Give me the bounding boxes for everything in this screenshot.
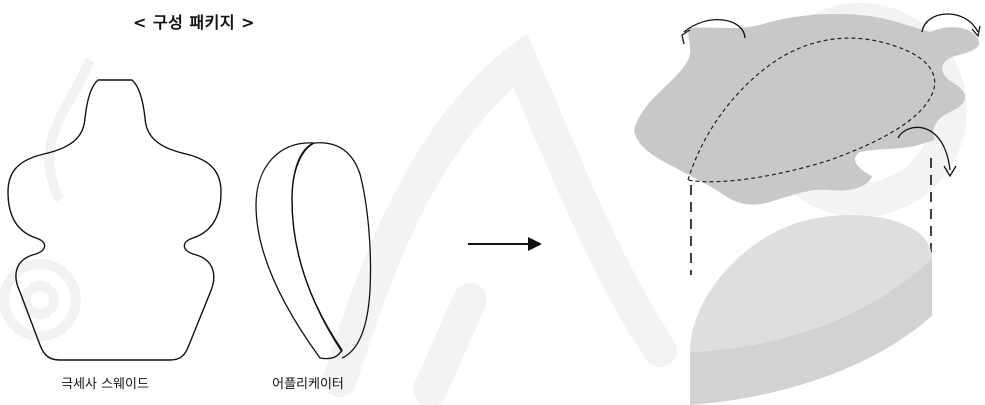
suede-cloth-outline — [7, 79, 222, 361]
applicator-placement-outline — [687, 37, 936, 183]
rotate-arrow-icon — [921, 13, 981, 38]
alignment-guide-lines — [690, 158, 932, 275]
rotate-arrow-icon — [897, 126, 957, 178]
page-title: < 구성 패키지 > — [132, 13, 256, 32]
applicator-outline — [255, 142, 372, 360]
applicator-caption: 어플리케이터 — [272, 377, 344, 392]
suede-cloth-shaded — [634, 14, 980, 205]
rotate-arrow-icon — [681, 19, 746, 45]
background-watermark-left — [0, 58, 95, 341]
applicator-3d — [690, 215, 932, 405]
suede-caption: 극세사 스웨이드 — [61, 377, 149, 392]
process-arrow-icon — [468, 237, 542, 251]
